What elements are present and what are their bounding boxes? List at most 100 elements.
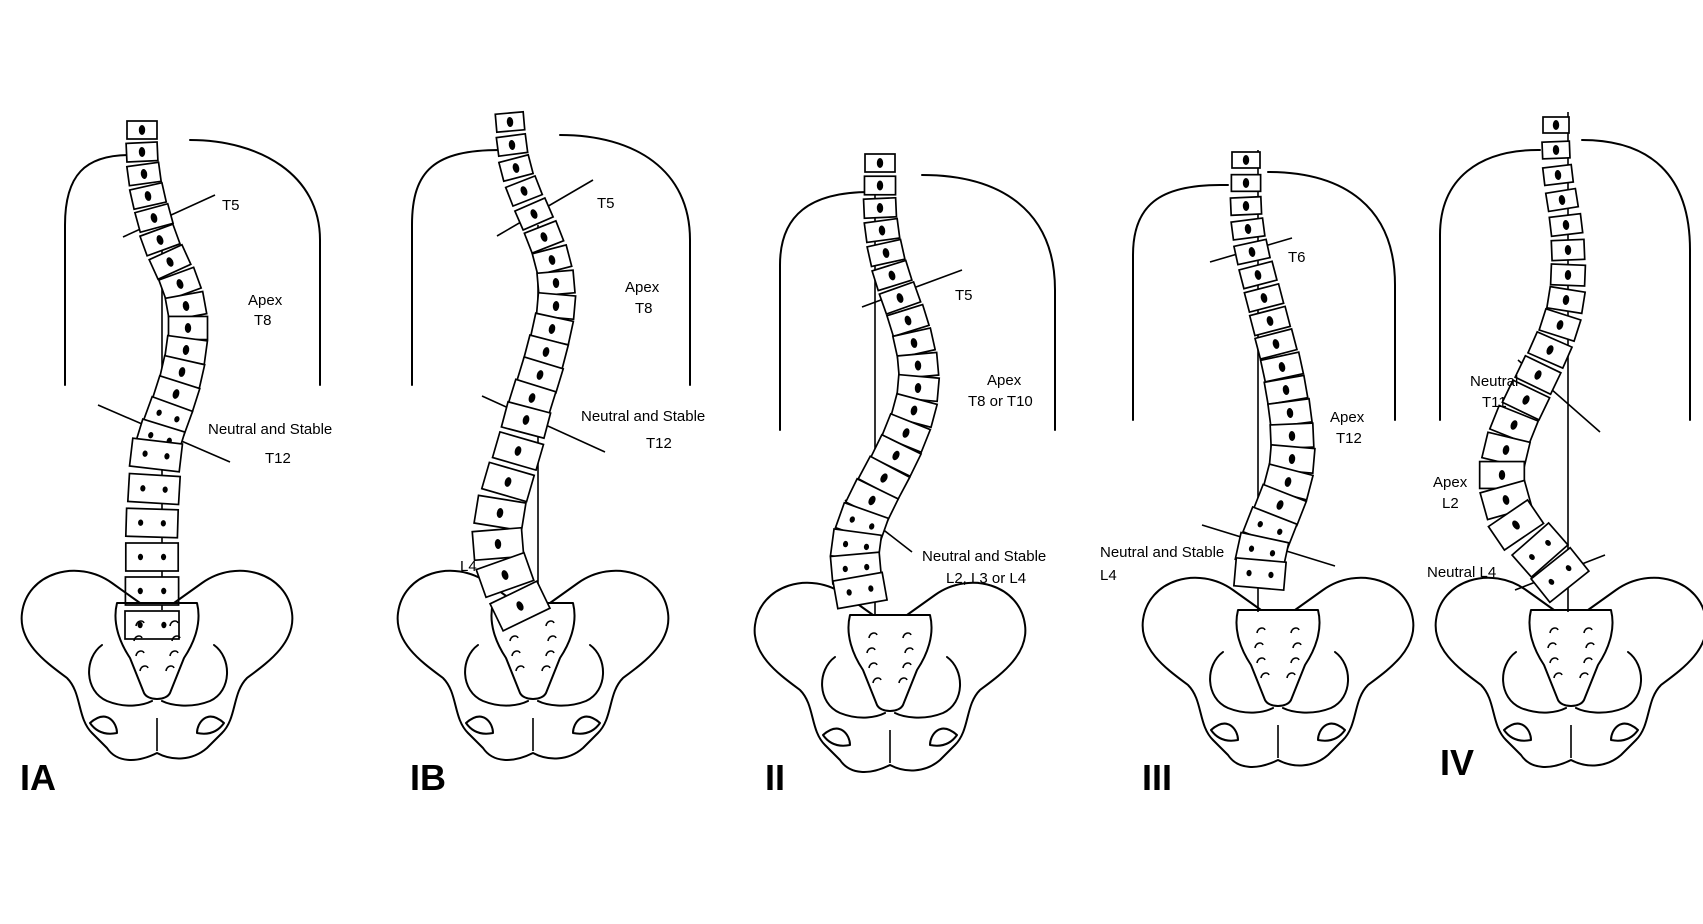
vertebra: [1269, 422, 1315, 450]
pedicle: [138, 519, 144, 526]
sacrum: [847, 614, 933, 712]
sacral-foramen: [515, 665, 525, 672]
pedicle: [137, 553, 144, 561]
sacral-foramen: [135, 620, 145, 627]
pelvic-inlet: [821, 656, 961, 719]
pedicle: [178, 367, 186, 377]
vertebra: [164, 290, 208, 322]
pedicle: [156, 235, 164, 245]
pedicle: [882, 248, 890, 258]
vertebra: [1230, 173, 1262, 193]
pedicle: [1244, 224, 1252, 234]
sacrum: [1235, 609, 1321, 707]
pedicle: [172, 389, 180, 399]
pedicle: [496, 508, 504, 518]
label-apex: Apex: [1330, 409, 1365, 426]
label-neutral-upper-level: T11: [1482, 394, 1507, 411]
sacral-foramen: [1286, 672, 1296, 679]
label-upper-line: T6: [1288, 249, 1306, 266]
vertebra: [494, 110, 526, 134]
iliac-wings: [1141, 576, 1415, 768]
pedicle: [1498, 470, 1506, 480]
sacral-foramen: [169, 650, 179, 657]
iliac-wings: [396, 569, 670, 761]
label-neutral: Neutral and Stable: [1100, 544, 1224, 561]
vertebra: [1549, 263, 1587, 287]
obturator-left: [1503, 722, 1532, 742]
label-neutral-lower: Neutral L4: [1427, 564, 1496, 581]
pedicle: [914, 360, 922, 371]
ribcage-outline: [1132, 171, 1396, 421]
pedicle: [1242, 201, 1250, 211]
vertebra: [128, 181, 168, 211]
pedicle: [494, 539, 502, 549]
pedicle: [162, 486, 168, 493]
vertebra: [124, 507, 180, 539]
pedicle: [166, 257, 174, 267]
vertebra: [863, 175, 897, 196]
vertebra: [878, 280, 922, 316]
sacral-foramen: [541, 665, 551, 672]
vertebra: [1252, 483, 1308, 527]
spine: [471, 110, 577, 632]
pedicle: [888, 270, 896, 281]
sacral-foramen: [171, 635, 181, 642]
vertebra: [1548, 212, 1584, 238]
label-lower-level: L4: [460, 558, 477, 575]
pedicle: [1564, 270, 1572, 280]
pedicle: [1534, 370, 1542, 380]
pedicle: [1502, 445, 1510, 455]
pedicle: [512, 163, 520, 173]
sacral-foramen: [1547, 642, 1557, 649]
sacral-foramen: [902, 632, 912, 639]
pedicle: [1266, 316, 1274, 326]
pelvis: [20, 569, 294, 761]
pedicle: [522, 415, 530, 425]
vertebra: [128, 437, 184, 473]
label-neutral: Neutral and Stable: [581, 408, 705, 425]
pedicle: [1248, 247, 1256, 257]
vertebra: [1232, 238, 1272, 266]
pedicle: [1554, 170, 1562, 180]
spine: [829, 153, 941, 610]
pedicle: [142, 450, 148, 457]
pedicle: [1556, 320, 1564, 330]
vertebra: [1238, 260, 1278, 290]
pedicle: [876, 203, 884, 213]
pedicle: [1512, 520, 1520, 530]
obturator-left: [89, 715, 118, 735]
panel-title: III: [1142, 757, 1172, 798]
pelvic-inlet: [88, 644, 228, 707]
vertebra: [1259, 351, 1305, 383]
label-apex: Apex: [1433, 474, 1468, 491]
pelvic-inlet: [1209, 651, 1349, 714]
pedicle: [869, 523, 875, 530]
pedicle: [904, 315, 912, 326]
vertebra: [473, 494, 527, 532]
vertebra: [124, 542, 180, 572]
pedicle: [150, 213, 158, 223]
vertebra: [1513, 354, 1563, 396]
pedicle: [161, 621, 167, 629]
label-apex-level: T8 or T10: [968, 393, 1033, 410]
pedicle: [1562, 295, 1570, 305]
label-apex-level: T12: [1336, 430, 1362, 447]
pedicle: [1277, 528, 1283, 535]
vertebra: [1544, 187, 1580, 213]
sacral-foramen: [547, 635, 557, 642]
vertebra: [1550, 238, 1586, 262]
obturator-left: [822, 727, 851, 747]
pedicle: [508, 140, 516, 150]
pedicle: [1288, 431, 1296, 441]
sacral-foramen: [1256, 657, 1266, 664]
vertebra: [531, 243, 573, 277]
sacral-foramen: [1256, 627, 1266, 634]
pedicle: [176, 279, 184, 289]
label-apex: Apex: [625, 279, 660, 296]
pelvic-inlet: [1502, 651, 1642, 714]
sacral-foramen: [1553, 672, 1563, 679]
label-upper-line: T5: [222, 197, 240, 214]
pedicle: [1552, 120, 1560, 130]
vertebra: [885, 303, 931, 338]
